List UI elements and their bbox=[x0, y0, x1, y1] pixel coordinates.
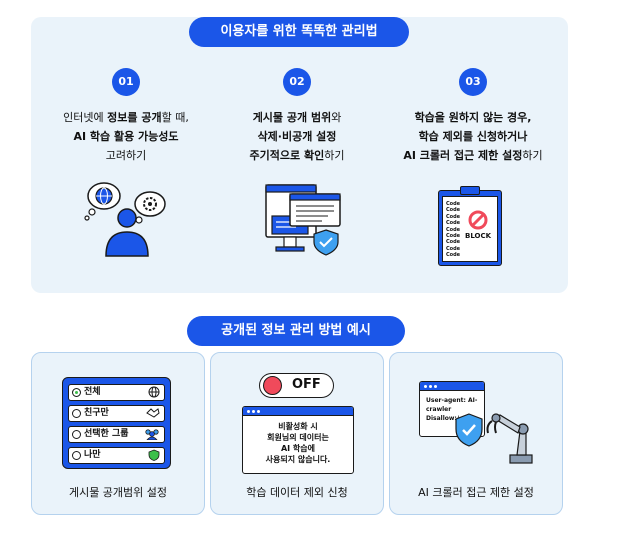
step-badge-01: 01 bbox=[112, 68, 140, 96]
shield-check-icon bbox=[313, 229, 339, 256]
bottom-title: 공개된 정보 관리 방법 예시 bbox=[187, 316, 405, 346]
card-label-opt-out: 학습 데이터 제외 신청 bbox=[246, 486, 348, 499]
step-text-02: 게시물 공개 범위와 삭제·비공개 설정 주기적으로 확인하기 bbox=[249, 111, 345, 162]
step-text-03: 학습을 원하지 않는 경우, 학습 제외를 신청하거나 AI 크롤러 접근 제한… bbox=[403, 111, 543, 162]
toggle-knob bbox=[263, 376, 282, 395]
handshake-icon bbox=[146, 408, 160, 418]
shield-icon bbox=[148, 449, 160, 461]
globe-icon bbox=[148, 386, 160, 398]
person-thinking-illustration bbox=[84, 182, 166, 257]
robot-arm-icon bbox=[486, 413, 533, 464]
card-label-crawler: AI 크롤러 접근 제한 설정 bbox=[418, 486, 534, 499]
shield-check-icon bbox=[455, 413, 483, 447]
visibility-option-only-me[interactable]: 나만 bbox=[68, 447, 165, 464]
visibility-option-group[interactable]: 선택한 그룹 bbox=[68, 426, 165, 443]
robots-text: User-agent: AI-crawler Disallow:/ bbox=[426, 397, 478, 422]
visibility-option-friends[interactable]: 친구만 bbox=[68, 405, 165, 422]
step-badge-03: 03 bbox=[459, 68, 487, 96]
notice-text: 비활성화 시 회원님의 데이터는 AI 학습에 사용되지 않습니다. bbox=[265, 422, 331, 464]
card-label-visibility: 게시물 공개범위 설정 bbox=[68, 486, 168, 499]
step-badge-02: 02 bbox=[283, 68, 311, 96]
top-title: 이용자를 위한 똑똑한 관리법 bbox=[189, 17, 409, 47]
group-icon bbox=[145, 429, 159, 440]
block-label: BLOCK bbox=[465, 232, 492, 240]
card-training-opt-out: OFF 비활성화 시 회원님의 데이터는 AI 학습에 사용되지 않습니다. 학… bbox=[210, 352, 384, 515]
block-icon bbox=[468, 210, 488, 230]
notice-window: 비활성화 시 회원님의 데이터는 AI 학습에 사용되지 않습니다. bbox=[242, 406, 354, 474]
visibility-option-all[interactable]: 전체 bbox=[68, 384, 165, 401]
step-text-01: 인터넷에 정보를 공개할 때, AI 학습 활용 가능성도 고려하기 bbox=[63, 111, 189, 162]
monitor-settings-illustration bbox=[265, 184, 341, 256]
card-visibility-setting: 전체 친구만 선택한 그룹 나만 게시물 공개범위 설정 bbox=[31, 352, 205, 515]
training-toggle[interactable]: OFF bbox=[259, 373, 334, 398]
card-crawler-block: User-agent: AI-crawler Disallow:/ AI 크롤러… bbox=[389, 352, 563, 515]
